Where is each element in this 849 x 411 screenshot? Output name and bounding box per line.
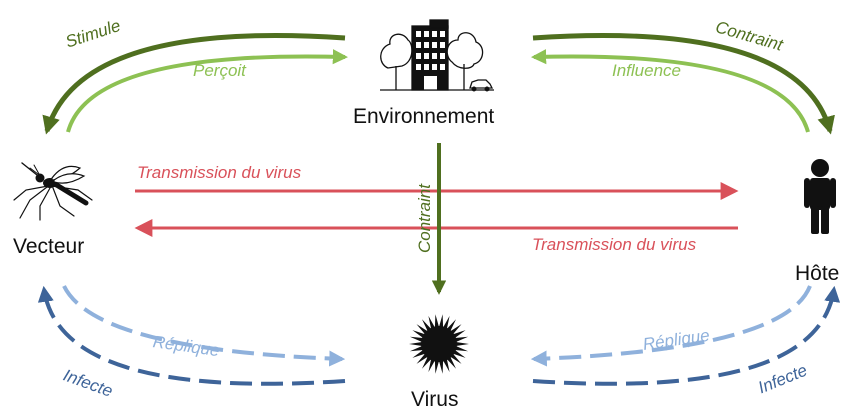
arrow-percoit <box>66 49 349 133</box>
person-icon <box>804 159 836 234</box>
label-contraint-virus: Contraint <box>415 184 434 253</box>
arrow-influence <box>530 49 810 133</box>
label-transmission-to-vector: Transmission du virus <box>532 235 697 254</box>
arrow-infecte-host <box>532 285 841 386</box>
arrow-stimule <box>42 33 346 135</box>
city-tree-icon <box>380 19 494 92</box>
node-environment: Environnement <box>353 105 495 128</box>
arrow-replique-vector <box>62 285 346 367</box>
arrow-replique-host <box>530 285 812 367</box>
arrow-contraint-host <box>532 33 835 135</box>
mosquito-icon <box>13 162 93 221</box>
label-influence: Influence <box>612 61 681 80</box>
virus-icon <box>409 314 469 374</box>
node-virus: Virus <box>411 388 459 411</box>
label-percoit: Perçoit <box>193 61 246 80</box>
node-vector: Vecteur <box>13 235 85 258</box>
label-transmission-to-host: Transmission du virus <box>137 163 302 182</box>
arrow-infecte-vector <box>37 285 346 386</box>
node-host: Hôte <box>795 262 840 285</box>
